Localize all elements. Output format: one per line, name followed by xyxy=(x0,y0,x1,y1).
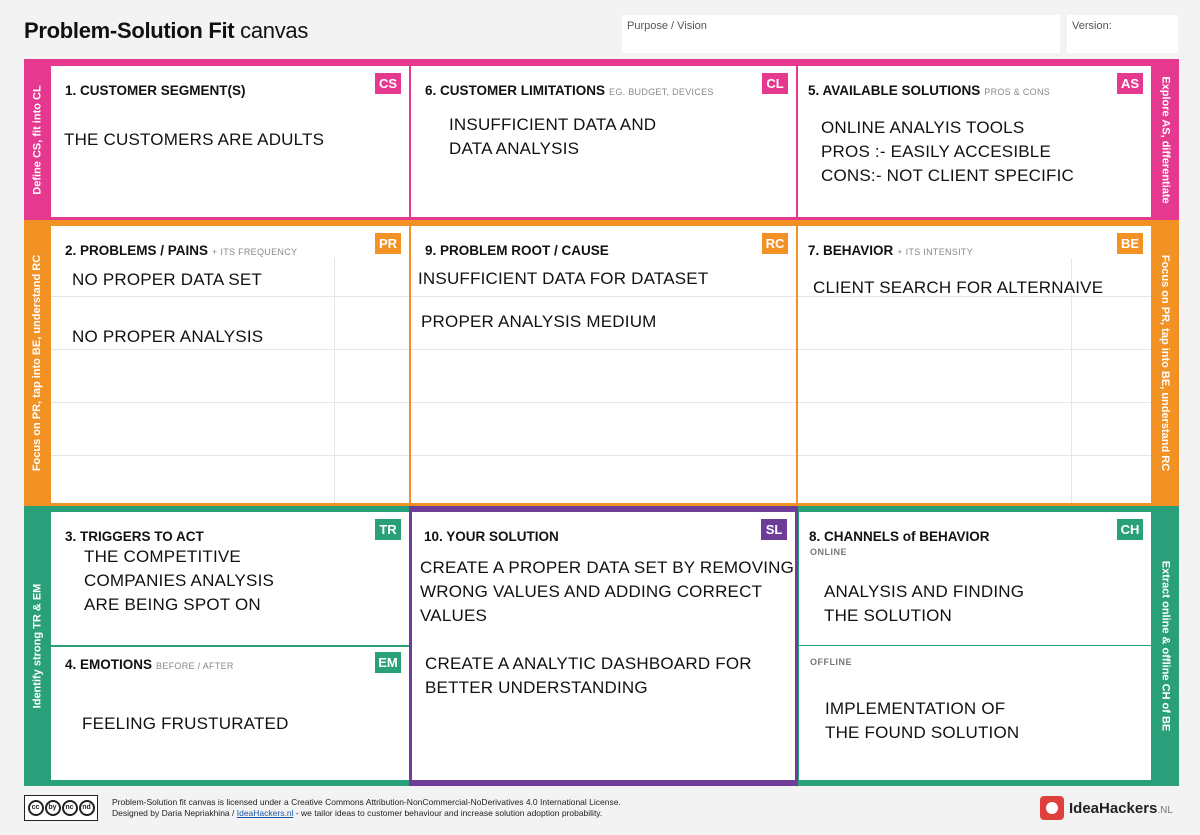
section-hint: + ITS FREQUENCY xyxy=(212,247,298,257)
section-tag-ch: CH xyxy=(1117,519,1143,540)
section-content-2[interactable]: PROPER ANALYSIS MEDIUM xyxy=(421,312,657,331)
section-content[interactable]: ONLINE ANALYIS TOOLS PROS :- EASILY ACCE… xyxy=(821,118,1074,185)
license-line-1: Problem-Solution fit canvas is licensed … xyxy=(112,797,621,807)
title-bold: Problem-Solution Fit xyxy=(24,18,235,43)
section-behavior[interactable]: 7. BEHAVIOR+ ITS INTENSITY BE CLIENT SEA… xyxy=(798,226,1151,503)
section-hint: BEFORE / AFTER xyxy=(156,661,234,671)
by-icon: by xyxy=(44,800,61,816)
section-content-1[interactable]: INSUFFICIENT DATA FOR DATASET xyxy=(418,269,709,288)
ideahackers-logo-icon xyxy=(1040,796,1064,820)
section-content[interactable]: CLIENT SEARCH FOR ALTERNAIVE xyxy=(813,278,1104,297)
offline-content[interactable]: IMPLEMENTATION OF THE FOUND SOLUTION xyxy=(825,699,1020,742)
offline-label: OFFLINE xyxy=(810,657,852,667)
section-tag-be: BE xyxy=(1117,233,1143,254)
section-tag-sl: SL xyxy=(761,519,787,540)
section-tag-as: AS xyxy=(1117,73,1143,94)
ideahackers-brand[interactable]: IdeaHackers.NL xyxy=(1040,795,1173,821)
online-content[interactable]: ANALYSIS AND FINDING THE SOLUTION xyxy=(824,582,1025,625)
brand-name: IdeaHackers.NL xyxy=(1069,799,1173,817)
nc-icon: nc xyxy=(61,800,78,816)
section-tag-cs: CS xyxy=(375,73,401,94)
section-tag-rc: RC xyxy=(762,233,788,254)
side-label-extract: Extract online & offline CH of BE xyxy=(1159,560,1172,732)
side-label-identify: Identify strong TR & EM xyxy=(31,583,44,709)
section-tag-em: EM xyxy=(375,652,401,673)
section-tag-pr: PR xyxy=(375,233,401,254)
section-content-1[interactable]: CREATE A PROPER DATA SET BY REMOVING WRO… xyxy=(420,558,795,625)
section-title: 9. PROBLEM ROOT / CAUSE xyxy=(425,243,609,258)
section-triggers[interactable]: 3. TRIGGERS TO ACT TR THE COMPETITIVE CO… xyxy=(51,512,409,645)
version-field[interactable]: Version: xyxy=(1067,15,1178,53)
section-title: 10. YOUR SOLUTION xyxy=(424,529,559,544)
section-title: 8. CHANNELS of BEHAVIOR xyxy=(809,529,990,544)
side-label-explore-as: Explore AS, differentiate xyxy=(1159,75,1172,204)
section-title: 2. PROBLEMS / PAINS+ ITS FREQUENCY xyxy=(65,243,298,258)
section-content[interactable]: THE COMPETITIVE COMPANIES ANALYSIS ARE B… xyxy=(84,547,275,614)
title-thin: canvas xyxy=(240,18,309,43)
nd-icon: nd xyxy=(78,800,95,816)
side-label-focus-right: Focus on PR, tap into BE, understand RC xyxy=(1159,254,1172,472)
version-label: Version: xyxy=(1072,20,1112,32)
license-text: Problem-Solution fit canvas is licensed … xyxy=(112,797,621,819)
section-content[interactable]: FEELING FRUSTURATED xyxy=(82,714,289,733)
section-content-2[interactable]: CREATE A ANALYTIC DASHBOARD FOR BETTER U… xyxy=(425,654,752,697)
section-content[interactable]: INSUFFICIENT DATA AND DATA ANALYSIS xyxy=(449,115,657,158)
online-label: ONLINE xyxy=(810,547,848,557)
section-content-2[interactable]: NO PROPER ANALYSIS xyxy=(72,327,264,346)
section-hint: PROS & CONS xyxy=(984,87,1051,97)
section-problem-root-cause[interactable]: 9. PROBLEM ROOT / CAUSE RC INSUFFICIENT … xyxy=(411,226,796,503)
license-line-2: Designed by Daria Nepriakhina / IdeaHack… xyxy=(112,808,603,818)
section-tag-cl: CL xyxy=(762,73,788,94)
section-tag-tr: TR xyxy=(375,519,401,540)
canvas-title: Problem-Solution Fit canvas xyxy=(24,18,308,44)
purpose-vision-label: Purpose / Vision xyxy=(627,20,707,32)
section-content-1[interactable]: NO PROPER DATA SET xyxy=(72,270,263,289)
section-customer-segments[interactable]: 1. CUSTOMER SEGMENT(S) CS THE CUSTOMERS … xyxy=(51,66,409,217)
section-hint: EG. BUDGET, DEVICES xyxy=(609,87,714,97)
section-title: 3. TRIGGERS TO ACT xyxy=(65,529,204,544)
side-label-focus-left: Focus on PR, tap into BE, understand RC xyxy=(31,254,44,472)
section-problems-pains[interactable]: 2. PROBLEMS / PAINS+ ITS FREQUENCY PR NO… xyxy=(51,226,409,503)
section-content[interactable]: THE CUSTOMERS ARE ADULTS xyxy=(64,130,325,149)
purpose-vision-field[interactable]: Purpose / Vision xyxy=(622,15,1060,53)
section-hint: + ITS INTENSITY xyxy=(897,247,974,257)
section-your-solution[interactable]: 10. YOUR SOLUTION SL CREATE A PROPER DAT… xyxy=(412,512,795,780)
ideahackers-link[interactable]: IdeaHackers.nl xyxy=(236,808,294,818)
cc-icon: cc xyxy=(27,800,44,816)
section-channels-of-behavior[interactable]: 8. CHANNELS of BEHAVIOR CH ONLINE ANALYS… xyxy=(799,512,1151,780)
section-title: 1. CUSTOMER SEGMENT(S) xyxy=(65,83,246,98)
creative-commons-badge[interactable]: cc by nc nd xyxy=(24,795,98,821)
section-title: 7. BEHAVIOR+ ITS INTENSITY xyxy=(808,243,974,258)
side-label-define-cs: Define CS, fit into CL xyxy=(31,84,44,195)
